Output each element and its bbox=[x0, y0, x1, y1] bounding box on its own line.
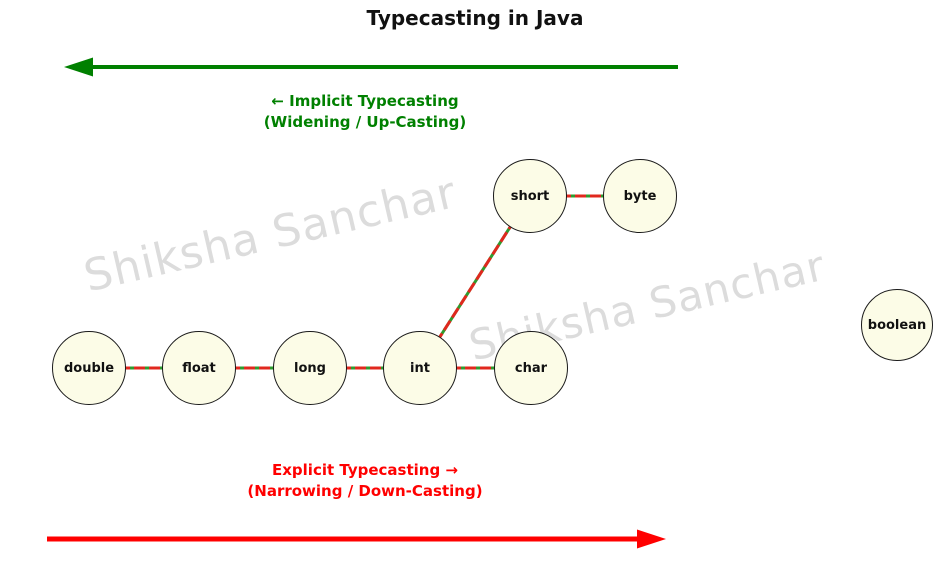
implicit-arrow-head bbox=[64, 57, 93, 77]
explicit-caption-line1: Explicit Typecasting → bbox=[272, 461, 458, 479]
node-short: short bbox=[493, 159, 567, 233]
explicit-arrow-head bbox=[637, 529, 666, 549]
node-char: char bbox=[494, 331, 568, 405]
node-long-label: long bbox=[294, 360, 326, 376]
node-double: double bbox=[52, 331, 126, 405]
node-char-label: char bbox=[514, 360, 548, 376]
page-title: Typecasting in Java bbox=[366, 6, 584, 30]
implicit-typecasting-caption: ← Implicit Typecasting (Widening / Up-Ca… bbox=[165, 91, 565, 133]
node-boolean: boolean bbox=[861, 289, 933, 361]
node-int: int bbox=[383, 331, 457, 405]
node-double-label: double bbox=[63, 360, 115, 376]
node-int-label: int bbox=[410, 360, 430, 376]
node-byte: byte bbox=[603, 159, 677, 233]
node-boolean-label: boolean bbox=[867, 317, 927, 333]
node-long: long bbox=[273, 331, 347, 405]
node-float-label: float bbox=[182, 360, 216, 376]
node-short-label: short bbox=[510, 188, 550, 204]
implicit-caption-line1: ← Implicit Typecasting bbox=[271, 92, 459, 110]
implicit-caption-line2: (Widening / Up-Casting) bbox=[263, 113, 467, 131]
explicit-caption-line2: (Narrowing / Down-Casting) bbox=[247, 482, 483, 500]
explicit-typecasting-caption: Explicit Typecasting → (Narrowing / Down… bbox=[165, 460, 565, 502]
node-byte-label: byte bbox=[623, 188, 657, 204]
node-float: float bbox=[162, 331, 236, 405]
